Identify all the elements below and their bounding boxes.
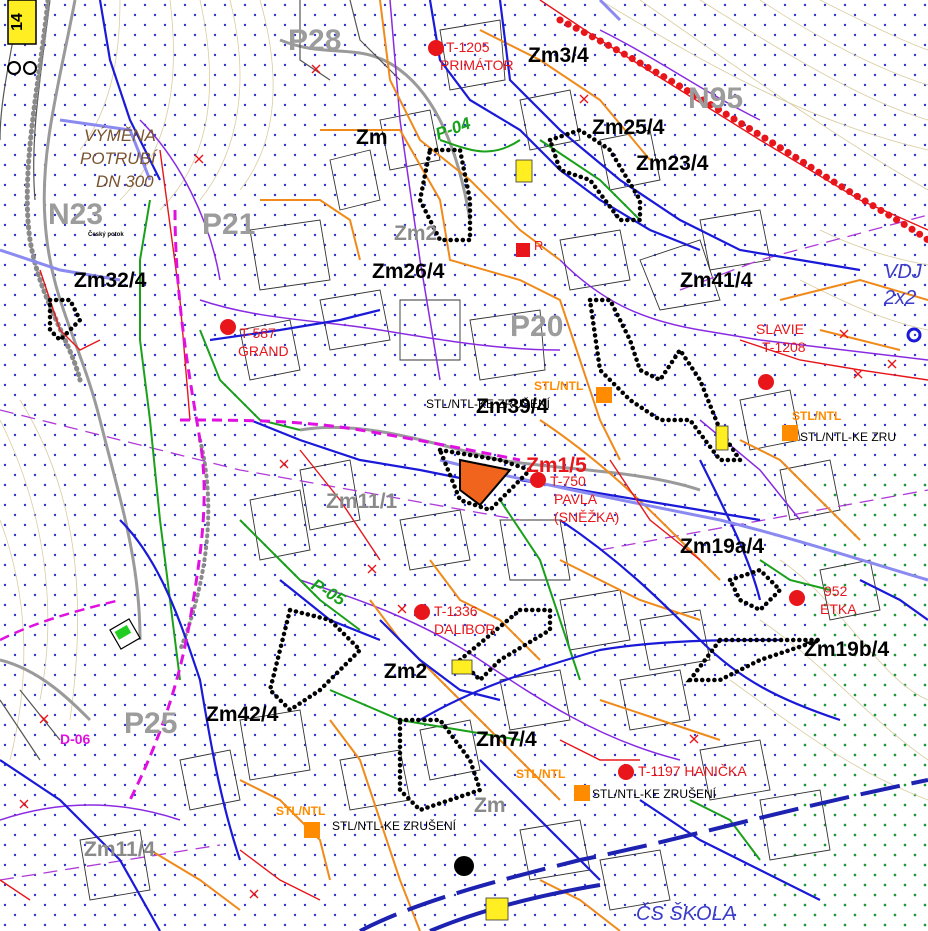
station-label-snezka: (SNĚŽKA) [554, 509, 619, 525]
station-label-primator: PRIMÁTOR [440, 57, 514, 73]
area-label-n23: N23 [48, 198, 103, 231]
zone-label-zm1-5: Zm1/5 [526, 454, 587, 477]
hatched-zone [459, 458, 512, 507]
station-label-pavla: PAVLA [554, 491, 598, 507]
zone-label-zm3-4: Zm3/4 [528, 44, 589, 67]
transformer-t1336[interactable] [414, 604, 430, 620]
gas-label-ke-zruseni-east: STL/NTL-KE ZRU [800, 430, 896, 444]
note-dn300: DN 300 [96, 172, 154, 191]
label-vdj: VDJ [884, 261, 923, 283]
area-label-n95: N95 [688, 82, 743, 115]
sheet-circle-2 [23, 61, 37, 75]
zone-label-zm26-4: Zm26/4 [372, 260, 445, 283]
zone-label-zm-upper: Zm [356, 126, 388, 149]
zone-label-zm-lower: Zm [474, 794, 506, 817]
station-label-t1336: T-1336 [434, 603, 478, 619]
gas-station-marker-1[interactable] [596, 387, 612, 403]
blue-ring-marker [906, 327, 922, 343]
transformer-t1197[interactable] [618, 764, 634, 780]
gas-label-stl-ntl-2: STL/NTL [792, 409, 841, 423]
yellow-block-2 [715, 425, 729, 451]
red-square-marker[interactable] [516, 243, 530, 257]
cadastral-parcels [79, 19, 881, 911]
station-label-slavie: SLAVIE [756, 321, 804, 337]
zone-label-zm-mid: Zm2 [394, 222, 437, 245]
transformer-t1208[interactable] [758, 374, 774, 390]
pipe-label-d06: D-06 [60, 731, 91, 747]
station-label-grand: GRAND [238, 343, 289, 359]
gas-label-stl-ntl-3: STL/NTL [516, 767, 565, 781]
sheet-badge [7, 0, 37, 45]
zone-label-zm19a-4: Zm19a/4 [680, 535, 764, 558]
station-label-t1197-hanicka: T-1197 HANIČKA [638, 763, 747, 779]
transformer-t1205[interactable] [428, 40, 444, 56]
station-label-dalibor: DALIBOR [434, 621, 495, 637]
station-label-etka: ETKA [820, 601, 857, 617]
gas-station-marker-2[interactable] [782, 425, 798, 441]
zone-label-zm23-4: Zm23/4 [636, 152, 709, 175]
zone-label-zm25-4: Zm25/4 [592, 116, 665, 139]
zone-label-zm41-4: Zm41/4 [680, 269, 753, 292]
main-water-pipe [359, 778, 928, 931]
zone-outlines [47, 127, 821, 813]
red-cross-marks [19, 64, 897, 899]
sheet-number: 14 [9, 13, 26, 31]
gas-station-marker-3[interactable] [574, 785, 590, 801]
area-label-p28: P28 [288, 24, 341, 57]
sheet-circle-1 [7, 61, 21, 75]
gas-label-ke-zruseni-south: STL/NTL-KE ZRUŠENÍ [332, 818, 457, 833]
transformer-t750[interactable] [530, 472, 546, 488]
yellow-block-3 [451, 659, 473, 675]
light-blue-mains [0, 0, 928, 582]
station-label-t1208: T-1208 [762, 339, 806, 355]
station-label-t750: T-750 [550, 473, 586, 489]
transformer-t952[interactable] [789, 590, 805, 606]
label-r: R [534, 238, 543, 253]
label-vdj-2x: 2x2 [883, 287, 916, 309]
magenta-pipeline-2 [179, 418, 521, 462]
zone-label-zm2: Zm2 [384, 660, 427, 683]
yellow-block-1 [515, 159, 533, 183]
label-cesky-potok: Český potok [88, 231, 124, 238]
magenta-pipeline-3 [0, 598, 121, 642]
gas-label-ke-zruseni-mid: STL/NTL-KE ZRUŠENÍ [592, 786, 717, 801]
red-dotted-border [556, 16, 928, 244]
main-water-pipe-2 [429, 883, 601, 931]
green-zone-east [760, 470, 928, 931]
transformer-t587[interactable] [220, 319, 236, 335]
label-cs-skola: ČS ŠKOLA [636, 902, 736, 925]
gas-label-stl-ntl-4: STL/NTL [276, 804, 325, 818]
station-label-t1205: T-1205 [446, 39, 490, 55]
station-label-t952: 952 [824, 583, 848, 599]
yellow-block-4 [485, 897, 509, 921]
zone-label-zm11-4: Zm11/4 [84, 838, 156, 861]
area-label-p20: P20 [510, 310, 563, 343]
note-vymena: VÝMĚNA [84, 126, 156, 145]
zone-label-zm39-4: Zm39/4 [476, 395, 549, 418]
zone-label-zm42-4: Zm42/4 [206, 703, 279, 726]
purple-network [0, 0, 928, 821]
gas-station-marker-4[interactable] [304, 822, 320, 838]
area-label-p21: P21 [202, 208, 255, 241]
zone-label-zm32-4: Zm32/4 [74, 269, 147, 292]
black-point-marker[interactable] [454, 856, 474, 876]
dashed-boundary [0, 214, 928, 881]
note-potrubi: POTRUBÍ [80, 149, 158, 168]
zone-label-zm7-4: Zm7/4 [476, 728, 537, 751]
zone-label-zm11-1: Zm11/1 [326, 490, 398, 513]
contour-lines [0, 0, 928, 801]
orange-network [149, 0, 928, 931]
station-label-t587: T-587 [240, 325, 276, 341]
area-label-p25: P25 [124, 707, 177, 740]
gas-label-stl-ntl-1: STL/NTL [534, 379, 583, 393]
magenta-pipeline [128, 209, 206, 801]
zone-label-zm19b-4: Zm19b/4 [804, 638, 890, 661]
gas-label-center: STL/NTL-KE ZRUŠENÍ [426, 396, 551, 411]
green-block-fill [114, 624, 132, 640]
